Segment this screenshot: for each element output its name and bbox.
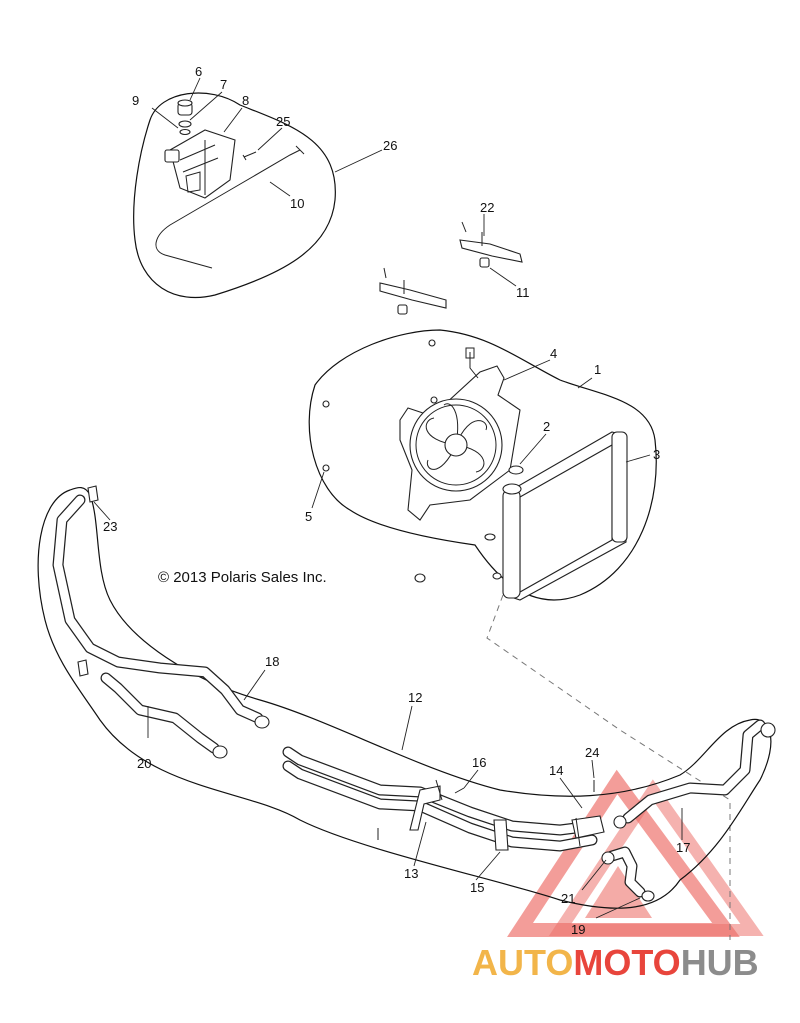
callout-19: 19 (571, 922, 585, 937)
callout-10: 10 (290, 196, 304, 211)
callout-7: 7 (220, 77, 227, 92)
callout-11: 11 (516, 285, 530, 300)
fastener-16 (454, 787, 465, 794)
callout-4: 4 (550, 346, 557, 361)
callout-12: 12 (408, 690, 422, 705)
callout-24: 24 (585, 745, 599, 760)
cooling-fan (399, 347, 521, 521)
callout-21: 21 (561, 891, 575, 906)
callout-20: 20 (137, 756, 151, 771)
callout-26: 26 (383, 138, 397, 153)
bracket-upper (459, 221, 523, 268)
tube-bracket-15 (493, 819, 509, 851)
callout-17: 17 (676, 840, 690, 855)
overflow-hose (155, 149, 301, 269)
copyright-notice: © 2013 Polaris Sales Inc. (158, 569, 327, 586)
tube-bracket-14 (571, 815, 605, 847)
callout-8: 8 (242, 93, 249, 108)
bleed-fitting (87, 485, 99, 503)
radiator-group-outline (308, 329, 657, 601)
upper-coolant-hose (52, 494, 264, 724)
fan-mount-fasteners (322, 339, 524, 583)
reservoir-cap (177, 99, 193, 116)
callout-9: 9 (132, 93, 139, 108)
callout-13: 13 (404, 866, 418, 881)
callout-16: 16 (472, 755, 486, 770)
callout-15: 15 (470, 880, 484, 895)
watermark-logo (507, 769, 764, 937)
washer (179, 128, 191, 136)
bleed-fitting-lower (77, 659, 89, 677)
callout-5: 5 (305, 509, 312, 524)
hose-group-outline (37, 487, 772, 909)
leader-lines (93, 77, 683, 919)
screw-25 (242, 151, 257, 161)
callout-1: 1 (594, 362, 601, 377)
reservoir-group-outline (133, 92, 336, 299)
callout-18: 18 (265, 654, 279, 669)
callout-25: 25 (276, 114, 290, 129)
callout-6: 6 (195, 64, 202, 79)
callout-22: 22 (480, 200, 494, 215)
callout-14: 14 (549, 763, 563, 778)
callout-2: 2 (543, 419, 550, 434)
tube-bracket-13 (409, 779, 443, 831)
bracket-lower (379, 267, 447, 315)
radiator (502, 431, 628, 601)
callout-23: 23 (103, 519, 117, 534)
coolant-reservoir (164, 129, 236, 199)
cap-seal (178, 120, 192, 128)
callout-3: 3 (653, 447, 660, 462)
watermark-text: AUTOMOTOHUB (472, 942, 759, 983)
